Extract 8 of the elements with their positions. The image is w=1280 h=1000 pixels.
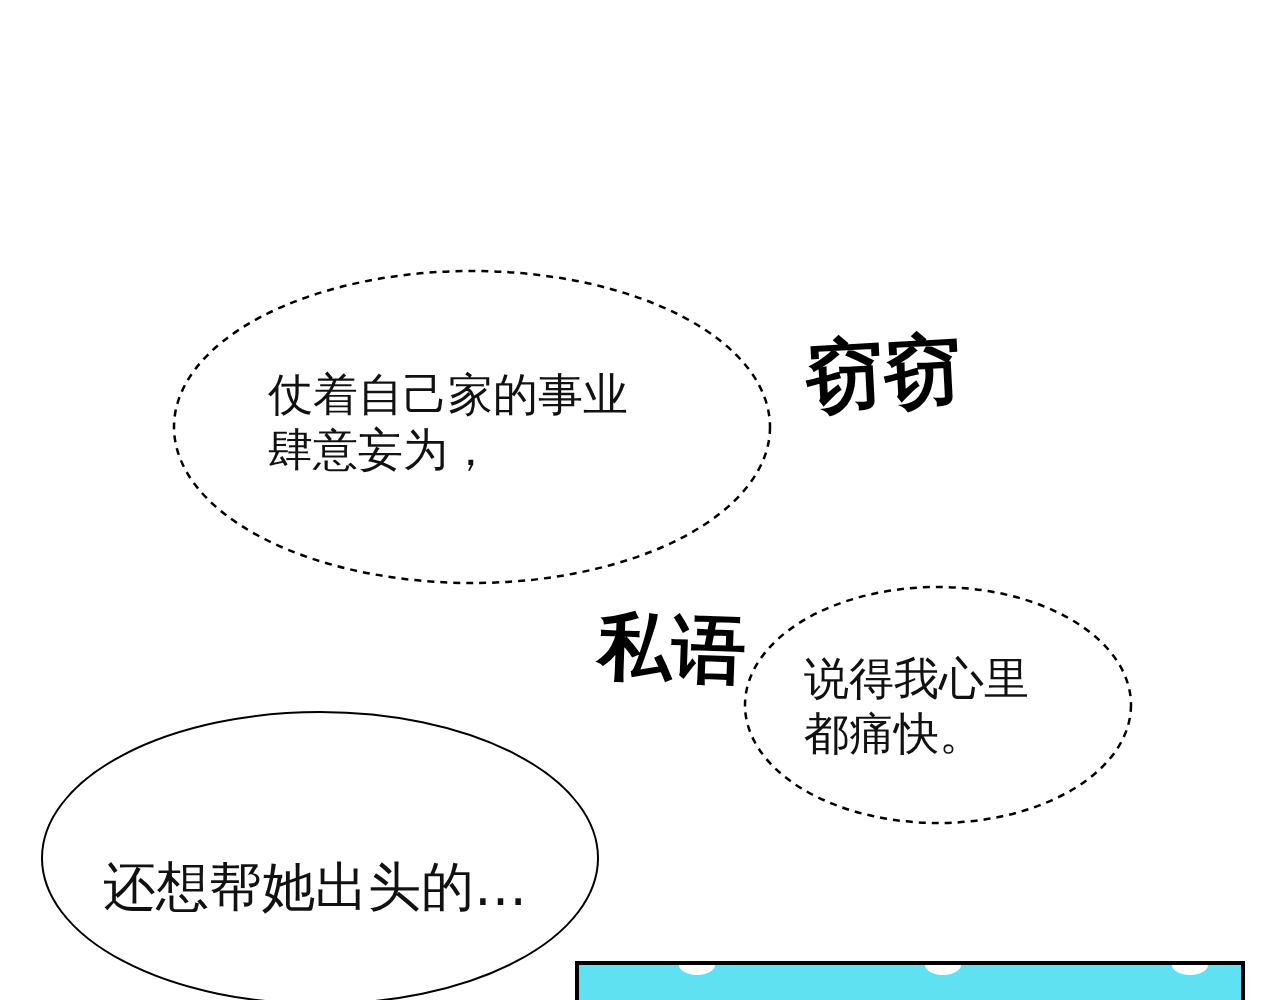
speech-bubble (743, 585, 1133, 825)
sound-effect-text: 窃窃 (803, 323, 965, 424)
sound-effect-text: 私语 (596, 601, 748, 696)
bubble-text: 还想帮她出头的… (103, 855, 528, 919)
bubble-text: 仗着自己家的事业肆意妄为， (268, 368, 629, 478)
speech-bubble (172, 269, 772, 585)
bubble-text: 说得我心里都痛快。 (804, 652, 1030, 762)
speech-bubble (40, 710, 600, 1000)
